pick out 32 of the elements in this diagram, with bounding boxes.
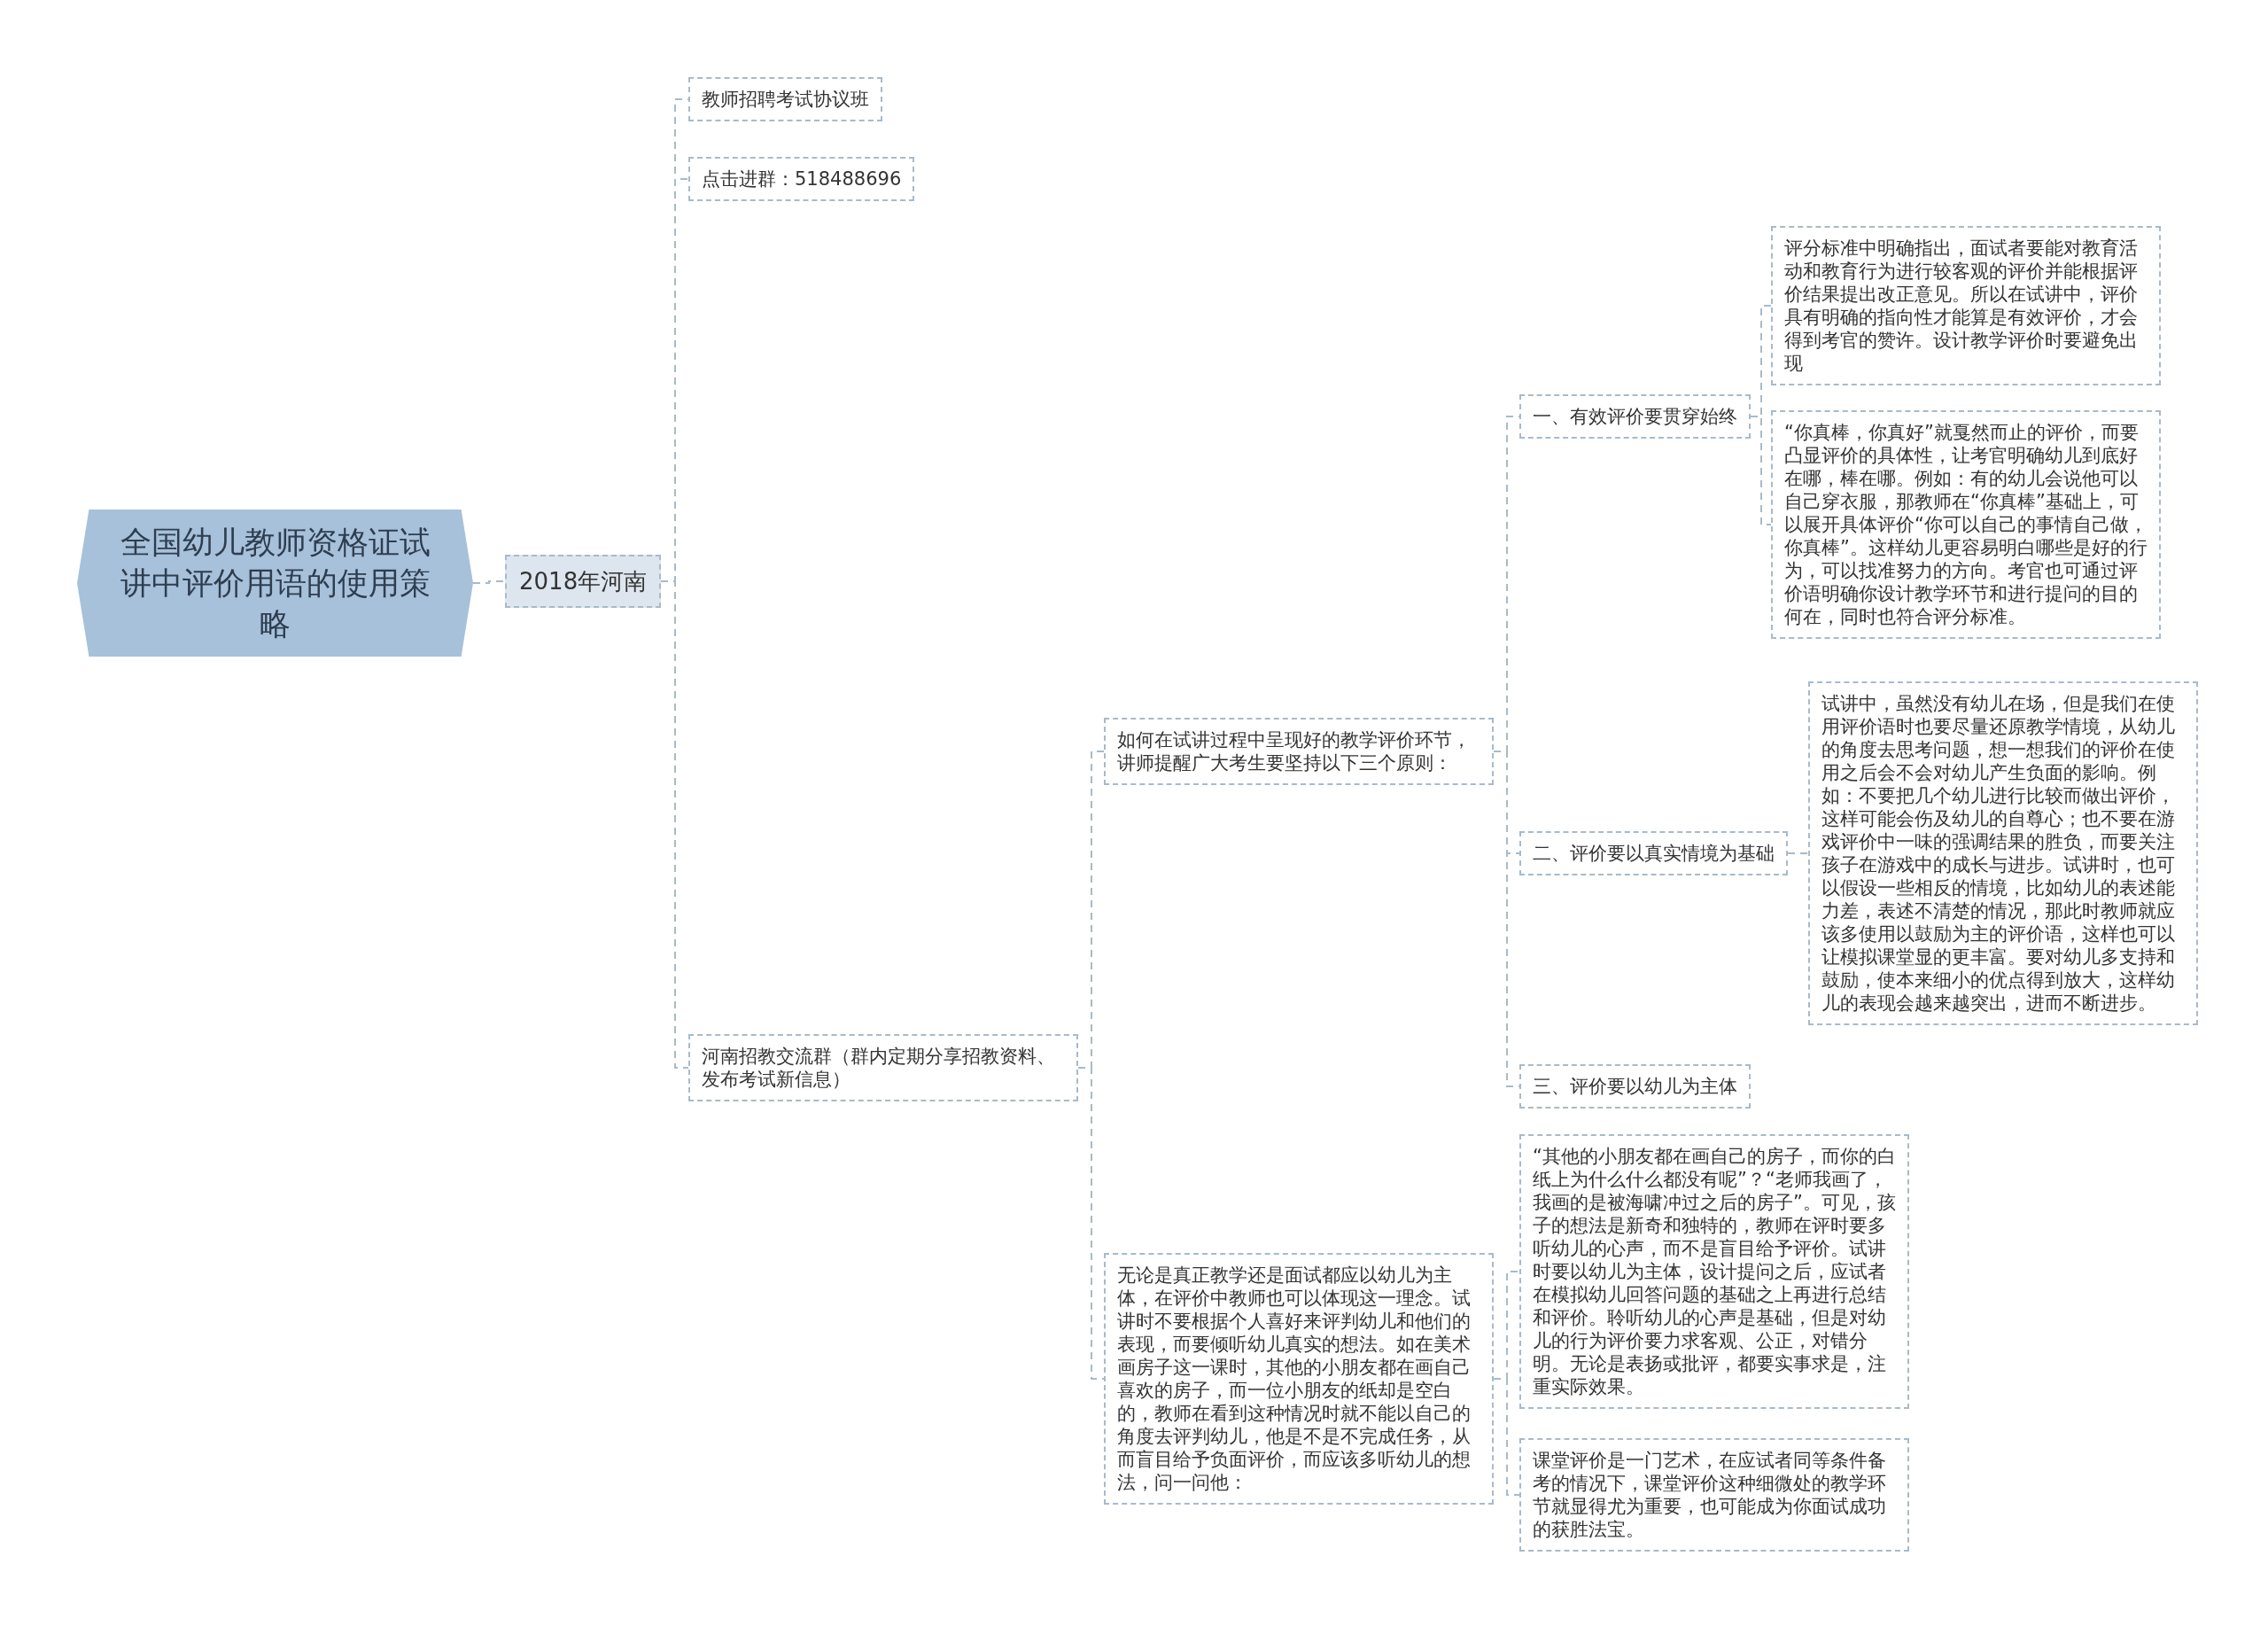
topic-text: 评分标准中明确指出，面试者要能对教育活动和教育行为进行较客观的评价并能根据评价结果提出改正意见。所以在试讲中，评价具有明确的指向性才能算是有效评价，才会得到考官的赞许。设计教学评价时要避免出现	[1784, 237, 2139, 375]
topic-text: “其他的小朋友都在画自己的房子，而你的白纸上为什么什么都没有呢”？“老师我画了，我画的是被海啸冲过之后的房子”。可见，孩子的想法是新奇和独特的，教师在评时要多听幼儿的心声，而不是盲目给予评价。试讲时要以幼儿为主体，设计提问之后，应试者在模拟幼儿回答问题的基础之上再进行总结和评价。聆听幼儿的心声是基础，但是对幼儿的行为评价要力求客观、公正，对错分明。无论是表扬或批评，都要实事求是，注重实际效果。	[1533, 1145, 1896, 1398]
topic-text: 全国幼儿教师资格证试讲中评价用语的使用策略	[119, 524, 431, 643]
topic-box	[1771, 410, 2161, 639]
topic-box	[1104, 718, 1494, 785]
topic-text: 一、有效评价要贯穿始终	[1533, 405, 1737, 428]
connector-line	[1493, 1378, 1520, 1496]
topic-text: 二、评价要以真实情境为基础	[1533, 842, 1775, 865]
topic-text: 无论是真正教学还是面试都应以幼儿为主体，在评价中教师也可以体现这一理念。试讲时不要根据个人喜好来评判幼儿和他们的表现，而要倾听幼儿真实的想法。如在美术画房子这一课时，其他的小朋友都在画自己喜欢的房子，而一位小朋友的纸却是空白的，教师在看到这种情况时就不能以自己的角度去评判幼儿，他是不是不完成任务，从而盲目给予负面评价，而应该多听幼儿的想法，问一问他：	[1117, 1264, 1472, 1494]
connector-line	[1787, 852, 1809, 854]
topic-text: 如何在试讲过程中呈现好的教学评价环节，讲师提醒广大考生要坚持以下三个原则：	[1117, 728, 1472, 774]
topic-text: 2018年河南	[519, 567, 648, 595]
topic-box	[1104, 1253, 1494, 1505]
topic-text: 教师招聘考试协议班	[702, 88, 869, 111]
topic-box	[1519, 1064, 1751, 1109]
topic-box	[1519, 831, 1788, 875]
topic-box	[1519, 1438, 1909, 1552]
topic-text: 三、评价要以幼儿为主体	[1533, 1075, 1737, 1098]
topic-box	[1519, 394, 1751, 439]
topic-text: 课堂评价是一门艺术，在应试者同等条件备考的情况下，课堂评价这种细微处的教学环节就显得尤为重要，也可能成为你面试成功的获胜法宝。	[1533, 1449, 1887, 1541]
connector-line	[1750, 416, 1772, 525]
topic-box	[688, 157, 915, 201]
topic-text: “你真棒，你真好”就戛然而止的评价，而要凸显评价的具体性，让考官明确幼儿到底好在哪，棒在哪。例如：有的幼儿会说他可以自己穿衣服，那教师在“你真棒”基础上，可以展开具体评价“你可以自己的事情自己做，你真棒”。这样幼儿更容易明白哪些是好的行为，可以找准努力的方向。考官也可通过评价语明确你设计教学环节和进行提问的目的何在，同时也符合评分标准。	[1784, 421, 2148, 628]
connector-line	[472, 580, 506, 584]
topic-text: 点击进群：518488696	[702, 167, 902, 191]
topic-box	[688, 1034, 1078, 1101]
topic-box	[505, 555, 662, 608]
topic-box	[1771, 226, 2161, 385]
central-topic	[77, 510, 473, 657]
topic-text: 试讲中，虽然没有幼儿在场，但是我们在使用评价语时也要尽量还原教学情境，从幼儿的角度去思考问题，想一想我们的评价在使用之后会不会对幼儿产生负面的影响。例如：不要把几个幼儿进行比较而做出评价，这样可能会伤及幼儿的自尊心；也不要在游戏评价中一味的强调结果的胜负，而要关注孩子在游戏中的成长与进步。试讲时，也可以假设一些相反的情境，比如幼儿的表述能力差，表述不清楚的情况，那此时教师就应该多使用以鼓励为主的评价语，这样也可以让模拟课堂显的更丰富。要对幼儿多支持和鼓励，使本来细小的优点得到放大，这样幼儿的表现会越来越突出，进而不断进步。	[1821, 692, 2176, 1015]
topic-box	[688, 77, 882, 121]
topic-text: 河南招教交流群（群内定期分享招教资料、发布考试新信息）	[702, 1045, 1056, 1091]
